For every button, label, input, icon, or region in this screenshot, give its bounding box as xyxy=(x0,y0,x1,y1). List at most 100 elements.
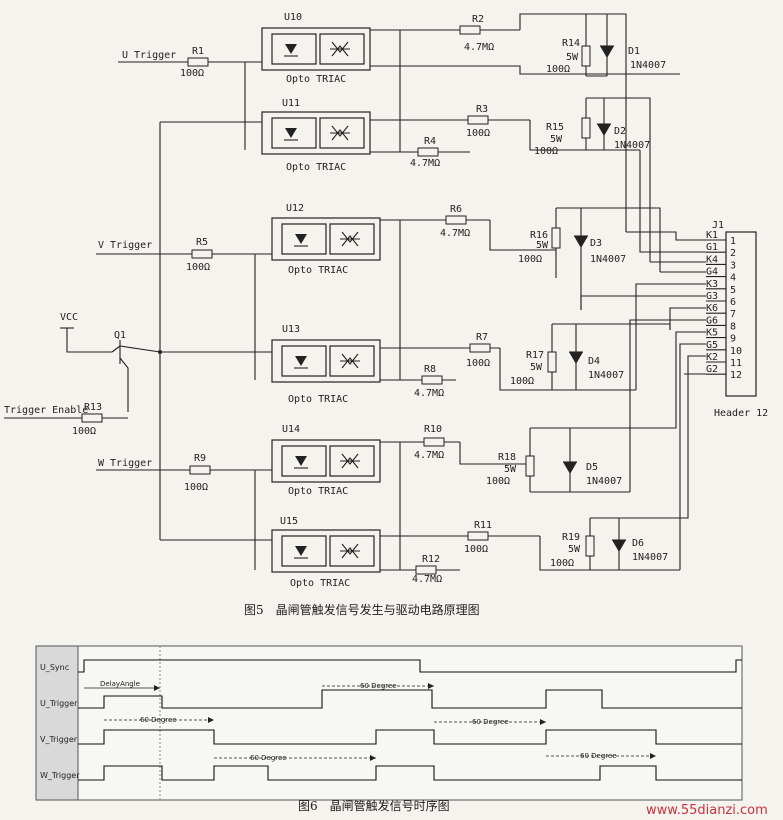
r18-rating: 5W xyxy=(504,464,517,475)
u12-label: U12 xyxy=(286,203,304,214)
r2-resistor xyxy=(459,25,481,35)
r3-name: R3 xyxy=(476,104,488,115)
header-pin-number: 11 xyxy=(730,358,742,369)
header-pin-number: 3 xyxy=(730,260,736,271)
ann-60-degree-1: 60 Degree xyxy=(140,716,177,724)
timing-diagram: U_Sync U_Trigger V_Trigger W_Trigger Del… xyxy=(35,645,743,801)
r13-resistor xyxy=(81,413,103,423)
r7-name: R7 xyxy=(476,332,488,343)
r10-name: R10 xyxy=(424,424,442,435)
r18-resistor xyxy=(525,455,535,477)
r4-value: 4.7MΩ xyxy=(410,158,440,169)
r15-resistor xyxy=(581,117,591,139)
r15-name: R15 xyxy=(546,122,564,133)
d3-part: 1N4007 xyxy=(590,254,626,265)
u-trigger-label: U Trigger xyxy=(122,50,176,61)
r1-value: 100Ω xyxy=(180,68,204,79)
header-pin-number: 8 xyxy=(730,321,736,332)
u12-type: Opto TRIAC xyxy=(288,265,348,276)
r17-resistor xyxy=(547,351,557,373)
r19-value: 100Ω xyxy=(550,558,574,569)
q1-label: Q1 xyxy=(114,330,126,341)
header-pin-signal: K4 xyxy=(706,254,718,265)
r17-value: 100Ω xyxy=(510,376,534,387)
r5-name: R5 xyxy=(196,237,208,248)
r1-resistor xyxy=(187,57,209,67)
r16-value: 100Ω xyxy=(518,254,542,265)
header-pin-number: 4 xyxy=(730,273,736,284)
r6-name: R6 xyxy=(450,204,462,215)
w-trigger-label: W Trigger xyxy=(98,458,152,469)
d2-name: D2 xyxy=(614,126,626,137)
sig-u-trigger: U_Trigger xyxy=(40,699,78,708)
header-pin-signal: G4 xyxy=(706,267,718,278)
d5-name: D5 xyxy=(586,462,598,473)
wave-v-trigger xyxy=(78,729,742,745)
r2-value: 4.7MΩ xyxy=(464,42,494,53)
header-name: J1 xyxy=(712,220,724,231)
header-pin-number: 5 xyxy=(730,285,736,296)
r13-value: 100Ω xyxy=(72,426,96,437)
r9-name: R9 xyxy=(194,453,206,464)
r13-name: R13 xyxy=(84,402,102,413)
r3-resistor xyxy=(467,115,489,125)
header-pin-signal: G1 xyxy=(706,242,718,253)
r10-resistor xyxy=(423,437,445,447)
header-pin-signal: K1 xyxy=(706,230,718,241)
ann-60-degree-2: 60 Degree xyxy=(250,754,287,762)
opto-u14: U14 Opto TRIAC xyxy=(271,424,381,497)
opto-u11: U11 Opto TRIAC xyxy=(261,98,371,173)
header-pin-number: 9 xyxy=(730,334,736,345)
r16-name: R16 xyxy=(530,230,548,241)
header-pin-number: 1 xyxy=(730,236,736,247)
header-pin-number: 6 xyxy=(730,297,736,308)
u13-type: Opto TRIAC xyxy=(288,394,348,405)
r5-value: 100Ω xyxy=(186,262,210,273)
r15-value: 100Ω xyxy=(534,146,558,157)
r7-value: 100Ω xyxy=(466,358,490,369)
header-pin-signal: K6 xyxy=(706,303,718,314)
u11-type: Opto TRIAC xyxy=(286,162,346,173)
r6-resistor xyxy=(445,215,467,225)
r11-value: 100Ω xyxy=(464,544,488,555)
header-pin-number: 12 xyxy=(730,370,742,381)
r8-value: 4.7MΩ xyxy=(414,388,444,399)
r19-resistor xyxy=(585,535,595,557)
ann-60-degree-4: 60 Degree xyxy=(472,718,509,726)
u15-type: Opto TRIAC xyxy=(290,578,350,589)
header-pin-signal: G6 xyxy=(706,315,718,326)
r4-resistor xyxy=(417,147,439,157)
sig-v-trigger: V_Trigger xyxy=(40,735,78,744)
opto-u13: U13 Opto TRIAC xyxy=(271,324,381,405)
opto-u12: U12 Opto TRIAC xyxy=(271,203,381,276)
header-pin-number: 2 xyxy=(730,248,736,259)
d1-part: 1N4007 xyxy=(630,60,666,71)
r12-value: 4.7MΩ xyxy=(412,574,442,585)
sig-w-trigger: W_Trigger xyxy=(40,771,80,780)
fig5-caption: 图5 晶闸管触发信号发生与驱动电路原理图 xyxy=(244,602,480,617)
u11-label: U11 xyxy=(282,98,300,109)
r6-value: 4.7MΩ xyxy=(440,228,470,239)
u13-label: U13 xyxy=(282,324,300,335)
header-pin-signal: K2 xyxy=(706,352,718,363)
header-pin-signal: G2 xyxy=(706,364,718,375)
r11-resistor xyxy=(467,531,489,541)
header-pin-signal: G5 xyxy=(706,340,718,351)
r9-resistor xyxy=(189,465,211,475)
opto-u15: U15 Opto TRIAC xyxy=(271,516,381,589)
u10-label: U10 xyxy=(284,12,302,23)
r17-rating: 5W xyxy=(530,362,543,373)
u14-label: U14 xyxy=(282,424,300,435)
header-pin-signal: K3 xyxy=(706,279,718,290)
d3-name: D3 xyxy=(590,238,602,249)
r14-rating: 5W xyxy=(566,52,579,63)
u10-type: Opto TRIAC xyxy=(286,74,346,85)
ann-delay-angle: DelayAngle xyxy=(100,680,140,688)
r19-name: R19 xyxy=(562,532,580,543)
r2-name: R2 xyxy=(472,14,484,25)
opto-u10: U10 Opto TRIAC xyxy=(261,12,371,85)
sig-u-sync: U_Sync xyxy=(40,663,69,672)
d5-part: 1N4007 xyxy=(586,476,622,487)
d6-name: D6 xyxy=(632,538,644,549)
